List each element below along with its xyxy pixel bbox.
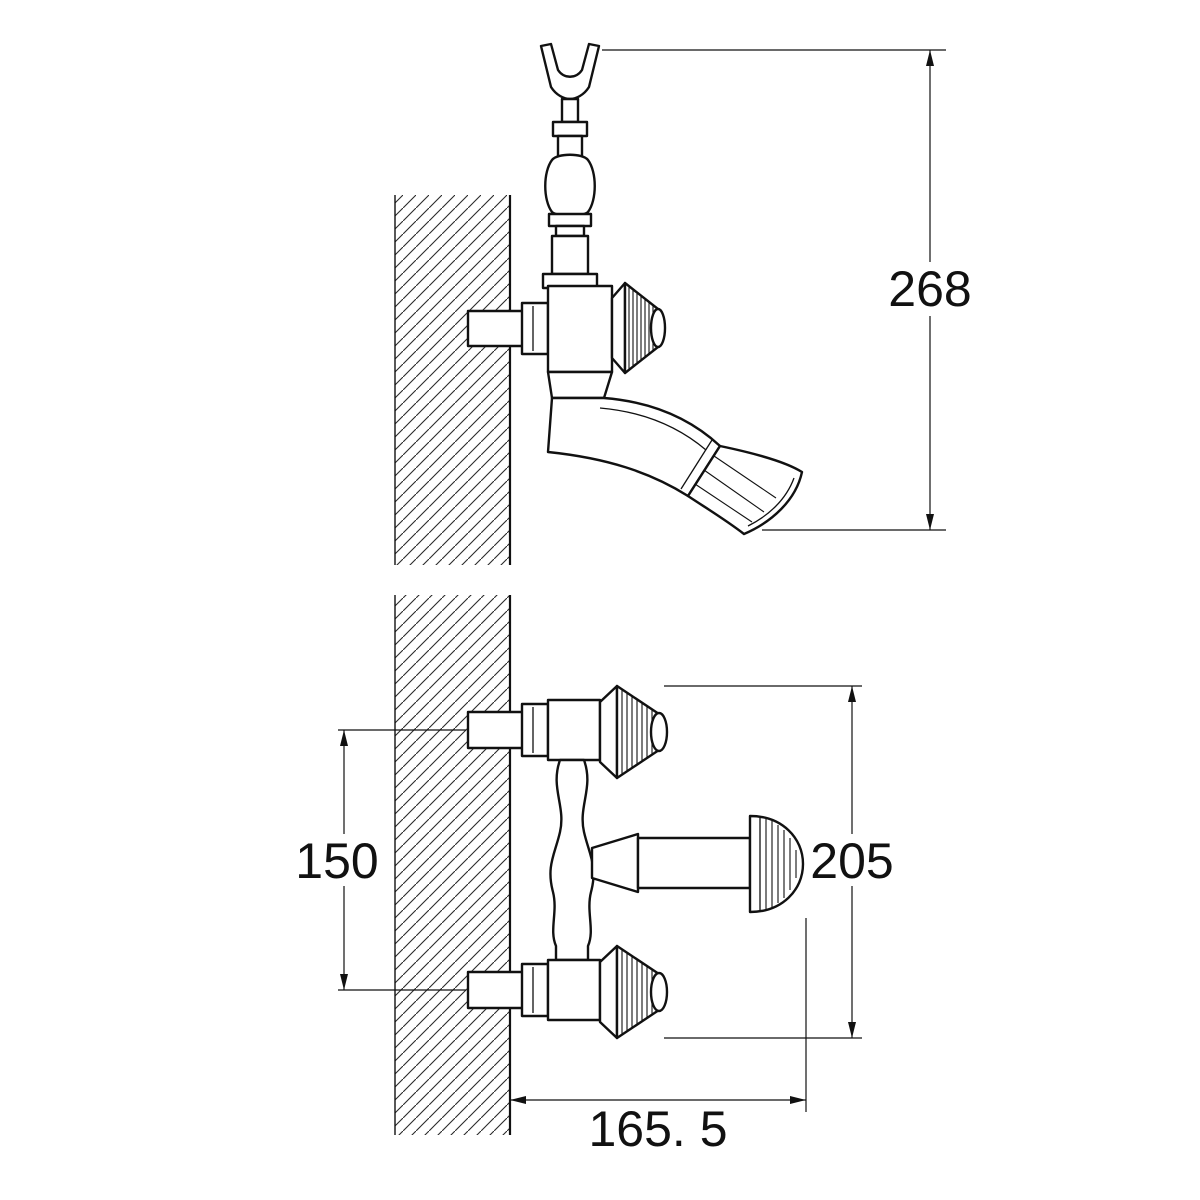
riser-ring-narrow <box>554 224 586 238</box>
spout-bell-mouth-line <box>747 477 795 527</box>
riser-stem <box>560 97 580 124</box>
dimension-label-150: 150 <box>295 833 378 889</box>
arrowhead-right <box>790 1096 806 1104</box>
mounting-nut-top <box>520 702 550 758</box>
faucet-front-view <box>466 684 805 1040</box>
arrowhead-left <box>510 1096 526 1104</box>
body-lower-transition-side <box>546 370 614 400</box>
riser-cylinder <box>550 234 590 276</box>
side-view: 268 <box>394 42 976 565</box>
arrowhead-up <box>926 50 934 66</box>
label-background <box>884 262 976 316</box>
spout-tube-front <box>636 836 752 890</box>
front-view: 150 205 165. 5 <box>292 595 896 1157</box>
handle-knurl-top <box>621 689 653 775</box>
spout-bell-front <box>748 814 805 914</box>
dimension-label-165-5: 165. 5 <box>588 1101 727 1157</box>
valve-hub-top <box>546 698 602 762</box>
handle-skirt-side <box>610 281 627 375</box>
dimension-268: 268 <box>602 49 976 531</box>
body-column-front <box>549 758 595 962</box>
wall-section-side <box>394 195 512 565</box>
spout-inner-contour <box>599 407 707 451</box>
spout-bell-knurl <box>694 455 777 523</box>
handle-knurl-side <box>628 286 654 370</box>
dimension-label-205: 205 <box>810 833 893 889</box>
handle-face-bottom <box>649 971 669 1013</box>
riser-barrel <box>544 153 596 217</box>
wall-supply-pipe-side <box>466 309 528 348</box>
label-background <box>806 834 896 886</box>
dimension-165-5: 165. 5 <box>510 918 807 1157</box>
spout-joint-ring <box>680 439 713 490</box>
wall-hatch-front <box>395 595 510 1135</box>
arrowhead-down <box>848 1022 856 1038</box>
valve-body-side <box>546 284 614 374</box>
riser-ring-wide <box>547 212 593 228</box>
handle-knurl-bottom <box>621 949 653 1035</box>
handle-face-side <box>649 307 667 349</box>
wall-supply-pipe-top <box>466 710 528 750</box>
dimension-150: 150 <box>292 729 466 991</box>
spout-bell <box>686 444 804 536</box>
spout-bell-knurl-front <box>765 819 797 909</box>
faucet-side-view <box>466 42 804 536</box>
mounting-nut-bottom <box>520 962 550 1018</box>
wall-section-front <box>394 595 512 1135</box>
arrowhead-up <box>340 730 348 746</box>
spout-tube-side <box>546 396 722 498</box>
shower-bracket-fork <box>539 42 601 101</box>
valve-hub-bottom <box>546 958 602 1022</box>
wall-hatch-side <box>395 195 510 565</box>
dimension-label-268: 268 <box>888 261 971 317</box>
mounting-nut-side <box>520 301 550 356</box>
riser-collar-upper <box>551 120 589 138</box>
arrowhead-down <box>926 514 934 530</box>
handle-face-top <box>649 711 669 753</box>
label-background <box>292 834 382 886</box>
handle-skirt-bottom <box>598 944 619 1040</box>
spout-collar-front <box>590 832 640 894</box>
dimension-205: 205 <box>664 685 896 1039</box>
handle-skirt-top <box>598 684 619 780</box>
wall-supply-pipe-bottom <box>466 970 528 1010</box>
arrowhead-up <box>848 686 856 702</box>
arrowhead-down <box>340 974 348 990</box>
